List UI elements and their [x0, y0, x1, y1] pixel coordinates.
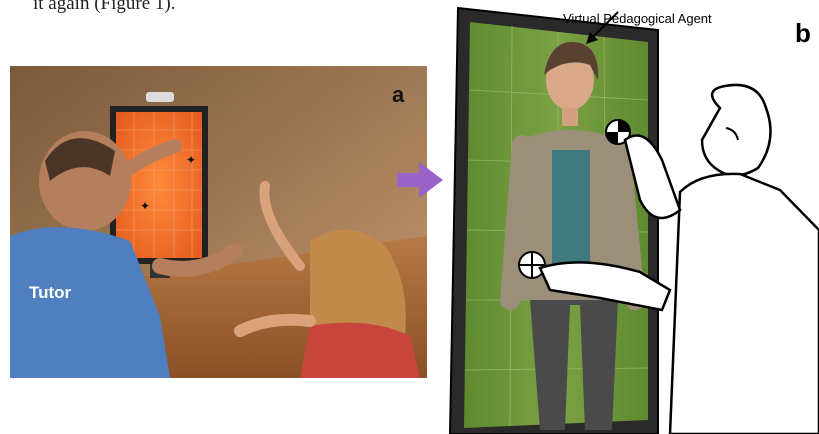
agent-caption: Virtual Pedagogical Agent — [563, 11, 712, 26]
caption-fragment: it again (Figure 1). — [33, 0, 176, 14]
panel-a-photo: ✦ ✦ — [10, 66, 427, 378]
svg-text:✦: ✦ — [140, 199, 150, 213]
panel-a-label: a — [392, 82, 405, 107]
right-arrow-icon — [397, 162, 443, 198]
tutor-label: Tutor — [29, 283, 72, 302]
svg-text:✦: ✦ — [186, 153, 196, 167]
panel-b-label: b — [795, 18, 811, 48]
panel-b-illustration — [440, 0, 819, 434]
